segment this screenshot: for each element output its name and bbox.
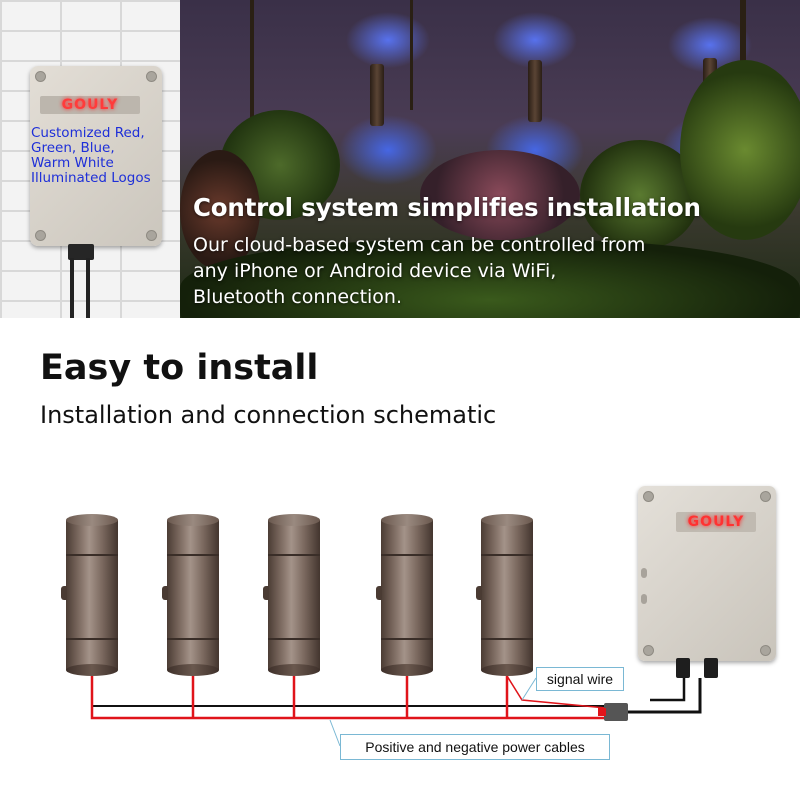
light-fixture — [263, 514, 320, 676]
cable-gland — [676, 658, 690, 678]
fixture-top-cap — [167, 514, 219, 526]
logo-caption: Customized Red, Green, Blue, Warm White … — [31, 126, 181, 186]
fixture-seam — [268, 638, 320, 640]
fixture-body — [381, 520, 433, 670]
power-cables-label: Positive and negative power cables — [340, 734, 610, 760]
wall-sconce — [370, 64, 384, 126]
fixture-bottom-cap — [66, 664, 118, 676]
tree-trunk — [250, 0, 254, 200]
fixture-seam — [481, 554, 533, 556]
section-subtitle: Installation and connection schematic — [40, 401, 497, 429]
fixture-top-cap — [66, 514, 118, 526]
fixture-seam — [381, 554, 433, 556]
tree-trunk — [410, 0, 413, 110]
flower-bed — [420, 150, 580, 240]
positive-wire — [90, 676, 606, 720]
banner-body-line: Our cloud-based system can be controlled… — [193, 234, 646, 256]
fixture-seam — [381, 638, 433, 640]
screw-icon — [760, 491, 771, 502]
fixture-top-cap — [268, 514, 320, 526]
light-fixture — [476, 514, 533, 676]
wire-connector — [604, 703, 628, 721]
screw-icon — [643, 645, 654, 656]
fixture-seam — [167, 554, 219, 556]
screw-icon — [146, 71, 157, 82]
logo-caption-line: Illuminated Logos — [31, 170, 151, 186]
side-knob — [641, 568, 647, 578]
fixture-mount — [61, 586, 67, 600]
fixture-mount — [376, 586, 382, 600]
cable-gland — [704, 658, 718, 678]
controller-cable — [628, 678, 702, 714]
screw-icon — [35, 71, 46, 82]
fixture-top-cap — [481, 514, 533, 526]
fixture-mount — [476, 586, 482, 600]
hero-banner: GOULY Customized Red, Green, Blue, Warm … — [0, 0, 800, 318]
logo-caption-line: Warm White — [31, 155, 114, 171]
fixture-seam — [268, 554, 320, 556]
light-fixture — [162, 514, 219, 676]
wire-connector-tip — [598, 708, 606, 716]
fixture-top-cap — [381, 514, 433, 526]
fixture-bottom-cap — [381, 664, 433, 676]
ground-plants — [180, 240, 800, 318]
controller-cable — [650, 678, 686, 702]
fixture-body — [167, 520, 219, 670]
cable — [70, 258, 74, 318]
banner-body: Our cloud-based system can be controlled… — [193, 232, 645, 310]
fixture-seam — [66, 638, 118, 640]
controller-logo: GOULY — [40, 96, 140, 114]
screw-icon — [35, 230, 46, 241]
screw-icon — [146, 230, 157, 241]
fixture-body — [66, 520, 118, 670]
fixture-bottom-cap — [268, 664, 320, 676]
cable — [86, 258, 90, 318]
cable-gland — [68, 244, 94, 260]
wall-sconce — [528, 60, 542, 122]
light-fixture — [61, 514, 118, 676]
logo-caption-line: Green, Blue, — [31, 140, 115, 156]
fixture-mount — [263, 586, 269, 600]
fixture-seam — [481, 638, 533, 640]
light-fixture — [376, 514, 433, 676]
fixture-bottom-cap — [481, 664, 533, 676]
screw-icon — [760, 645, 771, 656]
negative-wire — [91, 676, 606, 707]
cable-glands — [670, 658, 726, 678]
side-knob — [641, 594, 647, 604]
fixture-mount — [162, 586, 168, 600]
fixture-seam — [66, 554, 118, 556]
banner-headline: Control system simplifies installation — [193, 193, 701, 222]
screw-icon — [643, 491, 654, 502]
controller-logo: GOULY — [676, 512, 756, 532]
section-title: Easy to install — [40, 348, 319, 388]
signal-callout-leader — [521, 677, 537, 701]
fixture-seam — [167, 638, 219, 640]
garden-night-photo — [180, 0, 800, 318]
logo-caption-line: Customized Red, — [31, 125, 145, 141]
fixture-body — [481, 520, 533, 670]
shrub — [180, 150, 260, 270]
banner-body-line: Bluetooth connection. — [193, 286, 402, 308]
fixture-bottom-cap — [167, 664, 219, 676]
controller-cables — [64, 244, 98, 318]
banner-body-line: any iPhone or Android device via WiFi, — [193, 260, 557, 282]
fixture-body — [268, 520, 320, 670]
palm-leaves — [680, 60, 800, 240]
power-callout-leader — [329, 719, 341, 747]
signal-wire-label: signal wire — [536, 667, 624, 691]
